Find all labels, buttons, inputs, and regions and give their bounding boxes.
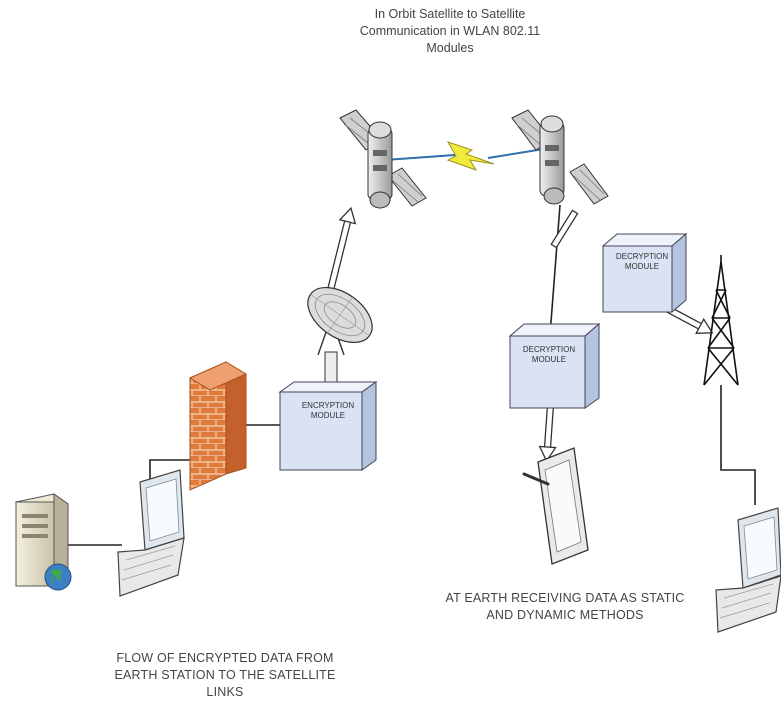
caption-line: EARTH STATION TO THE SATELLITE [114,667,336,682]
module-label-line: MODULE [310,411,346,421]
module-label-line: DECRYPTION [522,345,576,354]
receiving-caption: AT EARTH RECEIVING DATA AS STATIC AND DY… [420,590,710,624]
decryption-module-right-box [601,232,688,314]
caption-line: In Orbit Satellite to Satellite [374,7,526,21]
caption-line: AND DYNAMIC METHODS [486,607,644,622]
module-label-line: ENCRYPTION [301,401,355,410]
satellite-link-caption: In Orbit Satellite to Satellite Communic… [330,6,570,57]
decryption-module-left-box [508,322,601,409]
module-label-line: MODULE [624,262,660,272]
module-label-line: DECRYPTION [615,252,669,261]
transmission-tower-icon [703,255,739,386]
encryption-module-label: ENCRYPTION MODULE [282,401,374,422]
decryption-module-left-label: DECRYPTION MODULE [507,345,591,366]
tablet-icon [522,447,589,565]
caption-line: LINKS [206,684,244,699]
satellite-left-icon [339,109,427,209]
module-label-line: MODULE [531,355,567,365]
caption-line: Modules [426,40,474,55]
firewall-icon [188,361,248,491]
downlink-arrow-decryption [550,209,579,249]
stylus-icon [522,472,550,486]
laptop-left-icon [117,469,185,597]
satellite-right-icon [511,109,609,205]
downlink-arrow-tablet [538,404,557,463]
encryption-module-box [278,381,378,471]
caption-line: AT EARTH RECEIVING DATA AS STATIC [445,591,685,605]
tower-laptop-link [720,385,756,505]
caption-line: FLOW OF ENCRYPTED DATA FROM [116,651,334,665]
decryption-module-right-label: DECRYPTION MODULE [603,252,681,273]
encrypted-flow-caption: FLOW OF ENCRYPTED DATA FROM EARTH STATIO… [90,650,360,701]
laptop-right-icon [715,507,781,633]
server-icon [14,493,72,591]
satellite-dish-icon [307,286,373,383]
uplink-arrow [326,206,357,292]
satellite-link [384,141,551,171]
caption-line: Communication in WLAN 802.11 [359,23,541,38]
lightning-icon [446,141,495,171]
satellite-decryption-link [549,204,561,336]
